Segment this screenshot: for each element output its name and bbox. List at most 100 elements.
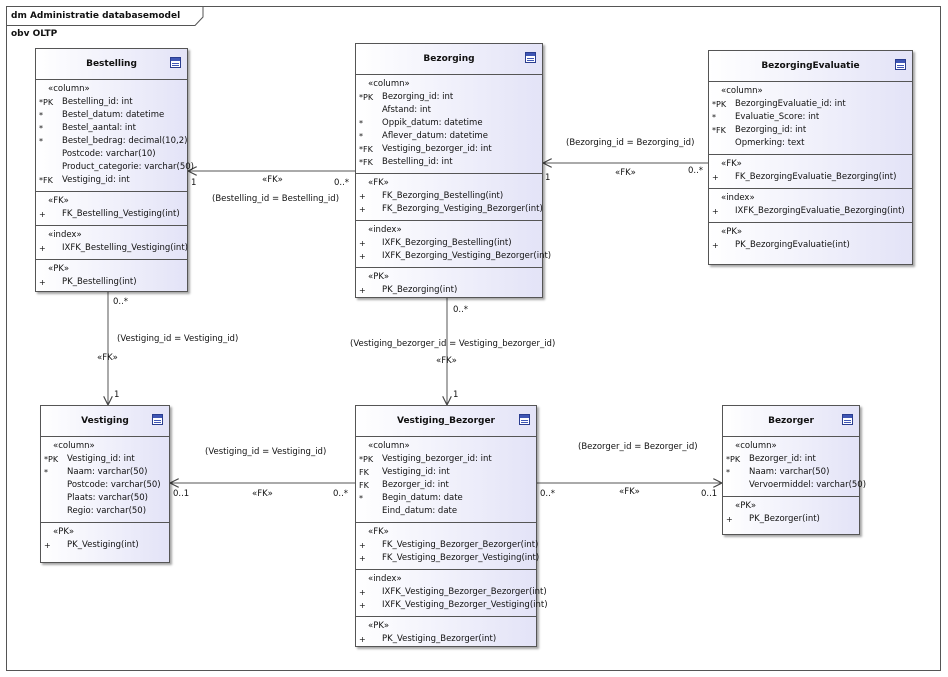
table-row[interactable]: *Aflever_datum: datetime (356, 130, 542, 143)
table-row[interactable]: +PK_Bezorger(int) (723, 513, 859, 526)
table-row[interactable]: +IXFK_Vestiging_Bezorger_Bezorger(int) (356, 586, 547, 599)
section-stereotype: «index» (368, 225, 402, 235)
relation-stereotype-label: «FK» (615, 168, 636, 178)
row-marker: * (712, 113, 716, 122)
table-header: Bezorger (723, 406, 859, 437)
table-row[interactable]: + PK_Bezorging(int) (356, 284, 542, 297)
table-row[interactable]: +PK_BezorgingEvaluatie(int) (709, 239, 912, 252)
table-row[interactable]: +FK_Vestiging_Bezorger_Vestiging(int) (356, 552, 539, 565)
row-marker: + (39, 244, 46, 253)
table-row[interactable]: +PK_Vestiging(int) (41, 539, 169, 552)
table-row[interactable]: + IXFK_Bezorging_Bestelling(int) (356, 237, 542, 250)
table-row[interactable]: *Oppik_datum: datetime (356, 117, 542, 130)
table-row[interactable]: *Naam: varchar(50) (41, 466, 169, 479)
relation-multiplicity-source: 0..* (113, 297, 129, 307)
table-section: «PK»+PK_Bestelling(int) (36, 260, 187, 293)
table-row[interactable]: +PK_Bestelling(int) (36, 276, 187, 289)
table-section: «index»+IXFK_BezorgingEvaluatie_Bezorgin… (709, 189, 912, 223)
table-header: Bezorging (356, 44, 542, 75)
row-text: Aflever_datum: datetime (382, 131, 488, 141)
row-marker: + (359, 554, 366, 563)
table-row[interactable]: *Evaluatie_Score: int (709, 111, 912, 124)
table-row[interactable]: *Bestel_datum: datetime (36, 109, 187, 122)
table-row[interactable]: *Naam: varchar(50) (723, 466, 859, 479)
row-marker: + (359, 239, 366, 248)
row-marker: * (726, 468, 730, 477)
table-row[interactable]: *Begin_datum: date (356, 492, 536, 505)
table-row[interactable]: Product_categorie: varchar(50) (36, 161, 194, 174)
relation-join-label: (Vestiging_id = Vestiging_id) (205, 447, 327, 457)
table-row[interactable]: +PK_Vestiging_Bezorger(int) (356, 633, 536, 646)
table-name: Bestelling (86, 59, 137, 69)
table-row[interactable]: +FK_Bezorging_Vestiging_Bezorger(int) (356, 203, 543, 216)
row-text: IXFK_Vestiging_Bezorger_Bezorger(int) (382, 587, 547, 597)
relation-join-label: (Vestiging_id = Vestiging_id) (117, 334, 239, 344)
row-marker: * (39, 124, 43, 133)
table-row[interactable]: Plaats: varchar(50) (41, 492, 169, 505)
row-text: Bezorging_id: int (735, 125, 807, 135)
row-text: Vestiging_id: int (67, 454, 135, 464)
row-text: Vestiging_id: int (382, 467, 450, 477)
row-marker: + (39, 278, 46, 287)
row-marker: + (359, 252, 366, 261)
table-row[interactable]: Afstand: int (356, 104, 542, 117)
row-marker: + (44, 541, 51, 550)
row-marker: + (359, 205, 366, 214)
row-text: IXFK_Bezorging_Bestelling(int) (382, 238, 512, 248)
row-text: Bestel_bedrag: decimal(10,2) (62, 136, 188, 146)
table-row[interactable]: +IXFK_Vestiging_Bezorger_Vestiging(int) (356, 599, 548, 612)
table-row[interactable]: *Bestel_aantal: int (36, 122, 187, 135)
row-text: IXFK_BezorgingEvaluatie_Bezorging(int) (735, 206, 905, 216)
row-text: Postcode: varchar(50) (67, 480, 161, 490)
table-header: Bestelling (36, 49, 187, 80)
table-section: «index»+IXFK_Bezorging_Bestelling(int)+I… (356, 221, 551, 268)
row-marker: + (359, 601, 366, 610)
table-row[interactable]: +FK_Bestelling_Vestiging(int) (36, 208, 187, 221)
table-section: «FK»+FK_Bezorging_Bestelling(int)+FK_Bez… (356, 174, 543, 221)
table-row[interactable]: +FK_Bezorging_Bestelling(int) (356, 190, 542, 203)
table-row[interactable]: +IXFK_Bestelling_Vestiging(int) (36, 242, 188, 255)
table-icon (519, 414, 530, 425)
table-row[interactable]: Postcode: varchar(10) (36, 148, 187, 161)
row-marker: *PK (359, 93, 374, 102)
table-row[interactable]: Vervoermiddel: varchar(50) (723, 479, 866, 492)
row-text: Bezorger_id: int (382, 480, 449, 490)
row-marker: + (359, 286, 366, 295)
table-section: «PK»+PK_BezorgingEvaluatie(int) (709, 223, 912, 256)
table-row[interactable]: +FK_BezorgingEvaluatie_Bezorging(int) (709, 171, 912, 184)
table-row[interactable]: Opmerking: text (709, 137, 912, 150)
relation-multiplicity-target: 1 (191, 178, 197, 188)
row-marker: + (39, 210, 46, 219)
row-text: PK_Bezorging(int) (382, 285, 458, 295)
table-row[interactable]: Eind_datum: date (356, 505, 536, 518)
relation-multiplicity-source: 0..* (688, 166, 704, 176)
table-row[interactable]: Regio: varchar(50) (41, 505, 169, 518)
row-marker: + (726, 515, 733, 524)
table-row[interactable]: Postcode: varchar(50) (41, 479, 169, 492)
table-row[interactable]: +FK_Vestiging_Bezorger_Bezorger(int) (356, 539, 538, 552)
table-row[interactable]: +IXFK_Bezorging_Vestiging_Bezorger(int) (356, 250, 551, 263)
table-row[interactable]: +IXFK_BezorgingEvaluatie_Bezorging(int) (709, 205, 912, 218)
row-text: Plaats: varchar(50) (67, 493, 148, 503)
table-row[interactable]: *Bestel_bedrag: decimal(10,2) (36, 135, 187, 148)
row-marker: * (39, 111, 43, 120)
